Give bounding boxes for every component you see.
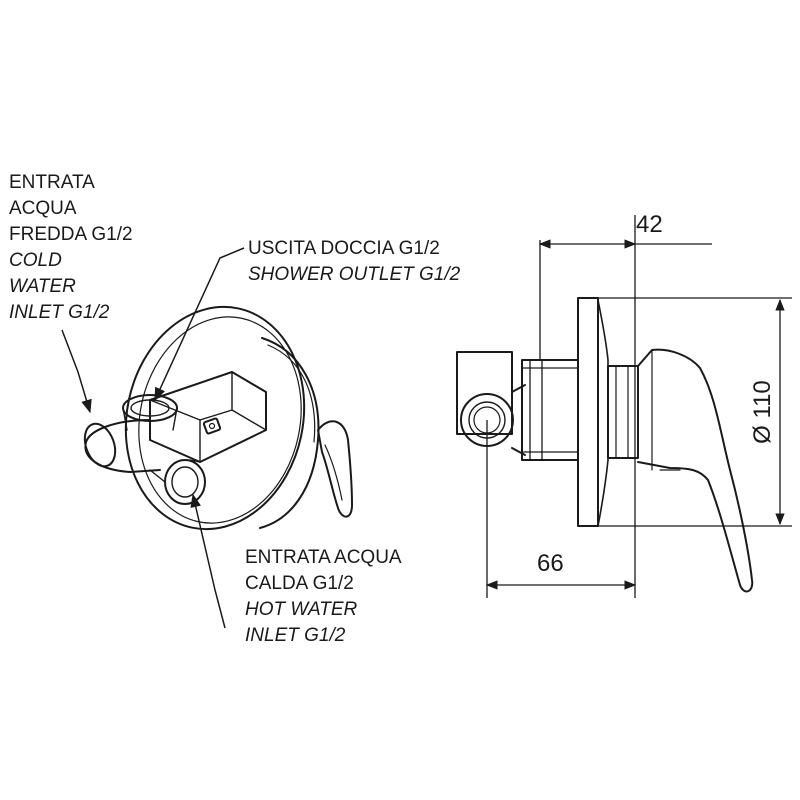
label-hot-line-2: CALDA G1/2 xyxy=(245,573,354,594)
iso-lever-handle xyxy=(317,420,353,518)
label-cold-line-1: ENTRATA xyxy=(9,172,95,193)
iso-wall-flange-inner xyxy=(138,316,302,524)
side-wall-plate xyxy=(577,297,599,527)
side-lever xyxy=(637,348,754,593)
label-hot-line-3: HOT WATER xyxy=(245,599,358,620)
label-hot-line-4: INLET G1/2 xyxy=(245,625,346,646)
side-cartridge xyxy=(607,365,639,459)
label-cold-line-3: FREDDA G1/2 xyxy=(9,224,133,245)
leader-cold xyxy=(61,329,92,414)
iso-tab xyxy=(202,417,222,435)
label-cold-line-4: COLD xyxy=(9,250,62,271)
label-hot-inlet: ENTRATA ACQUA CALDA G1/2 HOT WATER INLET… xyxy=(245,545,402,649)
side-view xyxy=(456,297,754,593)
side-inlet-body xyxy=(456,351,513,435)
iso-flange-rim xyxy=(259,337,320,529)
dimension-diameter: Ø 110 xyxy=(749,380,776,444)
label-cold-inlet: ENTRATA ACQUA FREDDA G1/2 COLD WATER INL… xyxy=(9,170,133,326)
label-cold-line-2: ACQUA xyxy=(9,198,77,219)
label-shower-line-1: USCITA DOCCIA G1/2 xyxy=(248,238,440,259)
label-shower-outlet: USCITA DOCCIA G1/2 SHOWER OUTLET G1/2 xyxy=(248,236,460,288)
iso-cold-pipe xyxy=(84,419,161,473)
label-hot-line-1: ENTRATA ACQUA xyxy=(245,547,402,568)
dimension-42: 42 xyxy=(636,211,663,238)
dimension-lines xyxy=(485,215,792,598)
isometric-view xyxy=(83,305,353,531)
leader-lines xyxy=(61,247,245,629)
label-cold-line-5: WATER xyxy=(9,276,76,297)
leader-shower xyxy=(154,247,245,402)
leader-hot xyxy=(190,493,226,629)
dimension-66: 66 xyxy=(537,550,564,577)
label-shower-line-2: SHOWER OUTLET G1/2 xyxy=(248,264,461,285)
label-cold-line-6: INLET G1/2 xyxy=(9,302,110,323)
